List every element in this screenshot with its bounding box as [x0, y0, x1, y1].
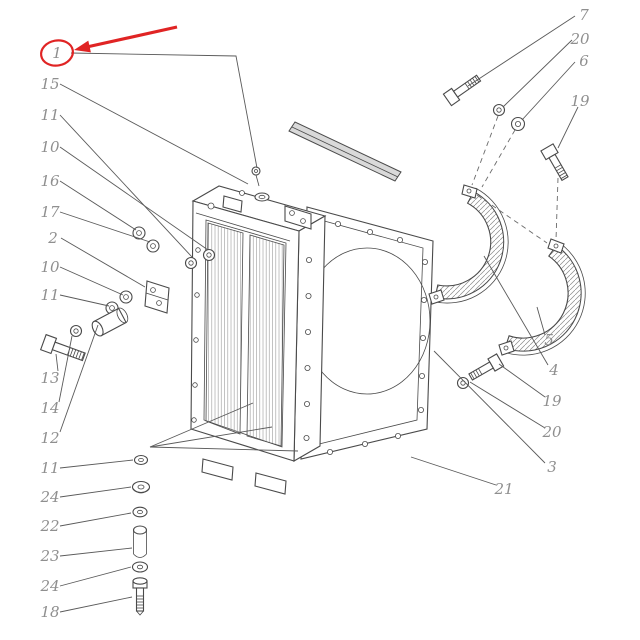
radiator-core-right	[246, 234, 285, 447]
radiator-feet	[201, 458, 287, 495]
callout-23: 23	[39, 547, 59, 565]
callout-24-b: 24	[39, 577, 59, 595]
bolt-13	[39, 333, 86, 362]
washer-24-bottom	[131, 561, 149, 573]
callout-15: 15	[40, 75, 59, 93]
callout-6: 6	[579, 52, 589, 70]
callout-4: 4	[548, 361, 559, 379]
washer-10	[119, 290, 133, 304]
callout-21: 21	[493, 480, 513, 498]
annotation-arrow-head	[74, 40, 91, 53]
callout-12: 12	[40, 429, 59, 447]
callout-10-b: 10	[40, 258, 60, 276]
radiator-frame-holes	[191, 247, 312, 441]
top-bracket	[284, 205, 312, 230]
callout-11-a: 11	[40, 106, 59, 124]
washer-6	[510, 116, 526, 132]
bolt-19-top	[540, 143, 569, 182]
seal-strip	[288, 121, 402, 182]
washer-11-bottom	[133, 454, 149, 466]
spacer-23	[132, 525, 148, 558]
callout-20-right: 20	[541, 423, 562, 441]
callout-22: 22	[39, 517, 59, 535]
annotation-arrow-shaft	[88, 25, 178, 49]
callout-19-right: 19	[542, 392, 562, 410]
washer-17	[146, 239, 160, 253]
callout-labels: 1 15 11 10 16 17 2 10 11 13 14 12 11 24 …	[39, 6, 590, 621]
callout-5: 5	[544, 331, 554, 349]
fan-guard-upper	[428, 184, 509, 305]
washer-20-right	[456, 376, 470, 390]
callout-1: 1	[52, 44, 62, 62]
callout-11-c: 11	[40, 459, 59, 477]
callout-17: 17	[40, 203, 60, 221]
filler-neck	[239, 190, 270, 202]
top-tank-fitting	[222, 195, 243, 213]
callout-3: 3	[547, 458, 557, 476]
callout-7: 7	[579, 6, 589, 24]
radiator-core-left	[205, 222, 244, 435]
washer-14	[69, 324, 83, 338]
overflow-fitting	[251, 166, 261, 187]
washer-22	[132, 506, 148, 518]
callout-24-a: 24	[39, 488, 59, 506]
frame-washers	[184, 248, 216, 270]
bolt-19-right	[468, 353, 505, 381]
red-annotation	[39, 25, 178, 67]
washer-20-top	[492, 103, 506, 117]
callout-10-a: 10	[40, 138, 60, 156]
callout-16: 16	[40, 172, 60, 190]
radiator	[184, 166, 327, 495]
cup-washer-24	[131, 480, 151, 494]
spacer-12	[91, 307, 129, 337]
fan-guard-lower	[498, 238, 586, 356]
leader-lines	[55, 15, 579, 613]
callout-18: 18	[40, 603, 59, 621]
callout-20-top: 20	[569, 30, 590, 48]
bracket-2	[144, 280, 170, 314]
bolt-7	[442, 74, 482, 107]
alignment-dashed-lines	[471, 115, 559, 244]
callout-19-top: 19	[570, 92, 590, 110]
callout-2: 2	[47, 229, 58, 247]
callout-13: 13	[40, 369, 59, 387]
highlight-ellipse	[39, 39, 75, 67]
callout-14: 14	[40, 399, 59, 417]
callout-11-b: 11	[40, 286, 59, 304]
bolt-18	[132, 577, 148, 616]
